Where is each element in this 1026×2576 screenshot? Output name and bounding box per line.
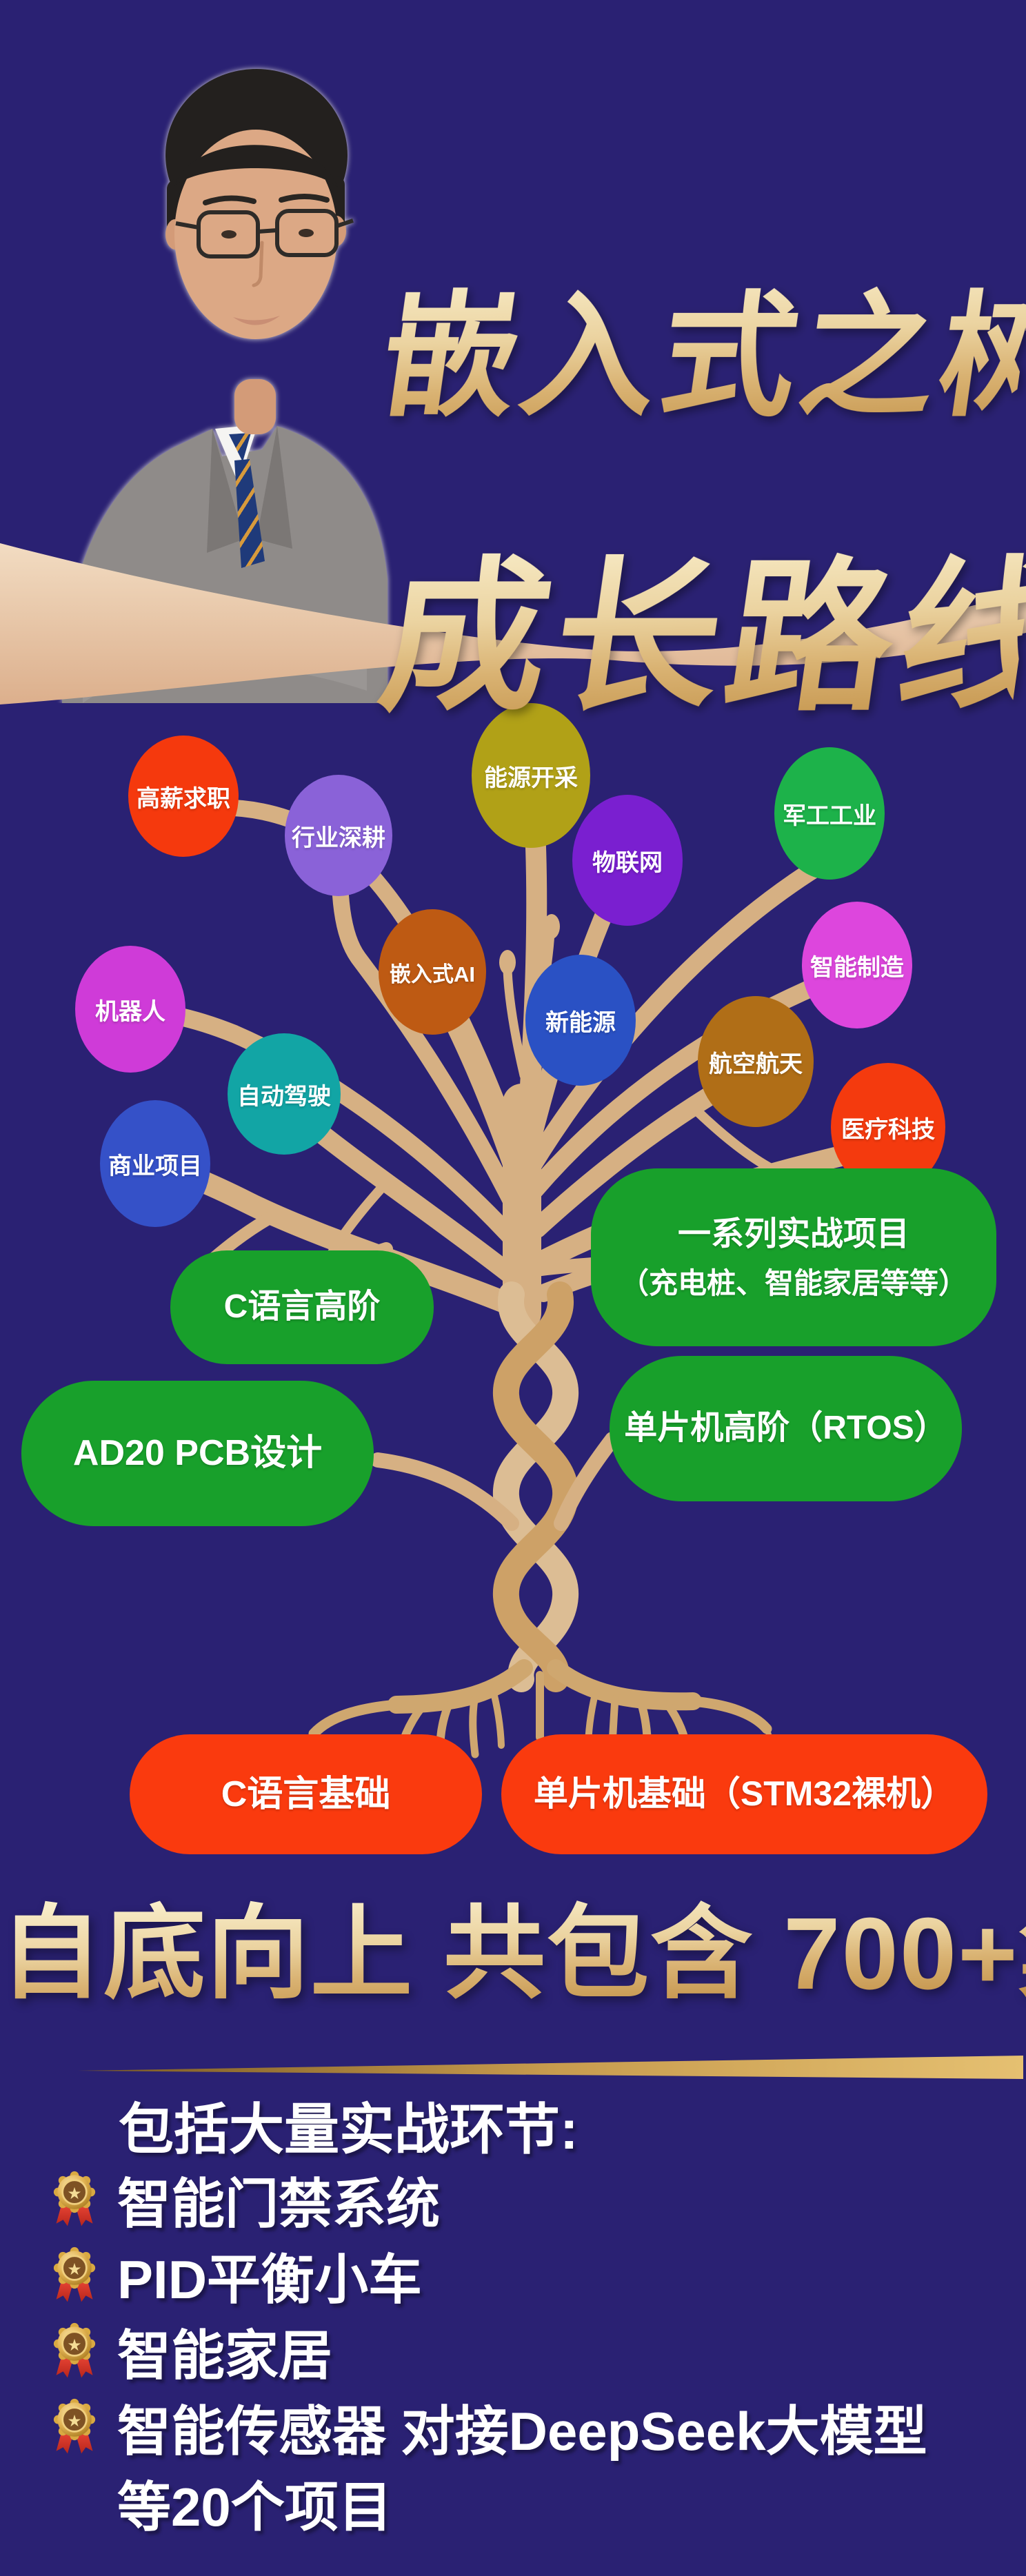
pill-label-line: C语言高阶 [223, 1288, 381, 1326]
bubble-label: 智能制造 [810, 954, 904, 981]
bubble-label: 商业项目 [108, 1153, 202, 1179]
practice-item-1: 智能门禁系统 [52, 2162, 1018, 2238]
title-block: 嵌入式之树 成长路线 [370, 254, 1026, 751]
practice-item-label: 智能传感器 对接DeepSeek大模型 [117, 2401, 927, 2462]
bubble-label: 新能源 [545, 1009, 616, 1036]
bubble-nengyuan: 能源开采 [472, 703, 590, 848]
bubble-label: 物联网 [592, 849, 663, 876]
practice-item-label: PID平衡小车 [117, 2249, 423, 2310]
stage-pill-ad20-pcb: AD20 PCB设计 [21, 1381, 374, 1526]
bubble-wulianwang: 物联网 [572, 795, 683, 926]
bubble-jungong: 军工工业 [774, 747, 885, 880]
bubble-shangye: 商业项目 [100, 1100, 210, 1227]
pill-label-line: （充电桩、智能家居等等） [619, 1266, 967, 1299]
bubble-label: 航空航天 [709, 1051, 803, 1077]
bubble-label: 自动驾驶 [237, 1083, 331, 1110]
bubble-jiqiren: 机器人 [75, 946, 185, 1073]
practice-list: 智能门禁系统 PID平衡小车智能家居智能传感器 对接DeepSeek大模型等20个… [52, 2162, 1018, 2541]
practice-item-2: PID平衡小车 [52, 2238, 1018, 2313]
pill-label-line: 一系列实战项目 [677, 1216, 909, 1253]
practice-item-tail: 等20个项目 [52, 2465, 1018, 2541]
branch-to-rtos-pill [554, 1432, 620, 1531]
bubble-zidong-jiashi: 自动驾驶 [228, 1033, 341, 1155]
branch-to-ad20-pill [370, 1452, 519, 1531]
bubble-hangkong: 航空航天 [698, 996, 814, 1127]
practice-tail-label: 等20个项目 [117, 2477, 392, 2537]
tie-tail [234, 459, 265, 568]
pill-label-line: 单片机高阶（RTOS） [624, 1410, 947, 1447]
bubble-label: 行业深耕 [292, 824, 385, 851]
eye-left [221, 230, 237, 239]
branch-to-projects-pill [530, 1257, 600, 1277]
nose [252, 241, 264, 287]
neck [234, 379, 276, 434]
eye-right [299, 229, 314, 237]
bubble-qianrushi-ai: 嵌入式AI [379, 909, 486, 1035]
medal-icon [52, 2171, 97, 2229]
practice-item-3: 智能家居 [52, 2313, 1018, 2389]
bubble-label: 嵌入式AI [390, 962, 475, 986]
practice-item-label: 智能门禁系统 [117, 2173, 441, 2234]
stage-pill-c-advanced: C语言高阶 [170, 1250, 434, 1364]
medal-icon [52, 2247, 97, 2304]
stage-pill-projects: 一系列实战项目 （充电桩、智能家居等等） [591, 1168, 996, 1346]
page-title-line2: 成长路线 [368, 524, 1026, 751]
bubble-label: 军工工业 [783, 802, 876, 829]
practice-heading: 包括大量实战环节: [119, 2099, 579, 2160]
page-title-line1: 嵌入式之树 [369, 254, 1026, 460]
practice-item-4: 智能传感器 对接DeepSeek大模型 [52, 2389, 1018, 2465]
mouth [233, 316, 280, 325]
ribbon-swoosh [0, 543, 1026, 704]
bubble-label: 机器人 [95, 998, 165, 1025]
base-pill-c-basic: C语言基础 [130, 1734, 482, 1854]
pill-label-line: C语言基础 [221, 1774, 391, 1814]
tie-knot [229, 433, 251, 462]
bubble-hangye: 行业深耕 [285, 775, 392, 896]
bubble-label: 医疗科技 [841, 1116, 935, 1143]
base-pill-mcu-basic: 单片机基础（STM32裸机） [501, 1734, 987, 1854]
bubble-gaoxin: 高薪求职 [128, 736, 239, 857]
bubble-zhineng-zhizao: 智能制造 [802, 902, 912, 1028]
bubble-label: 高薪求职 [137, 785, 230, 812]
stage-pill-mcu-advanced: 单片机高阶（RTOS） [610, 1356, 962, 1501]
bubble-label: 能源开采 [484, 764, 578, 791]
medal-icon [52, 2398, 97, 2456]
pill-label-line: 单片机基础（STM32裸机） [533, 1774, 956, 1814]
eyebrow-left [203, 195, 256, 205]
eyebrow-right [279, 194, 330, 203]
medal-icon [52, 2322, 97, 2380]
practice-item-label: 智能家居 [117, 2325, 333, 2386]
gold-divider-line [77, 2056, 1023, 2079]
head [165, 69, 354, 434]
bubble-xinnengyuan: 新能源 [525, 955, 636, 1086]
tree-braided-trunk [370, 1257, 620, 1692]
pill-label-line: AD20 PCB设计 [72, 1433, 323, 1474]
glasses [175, 209, 354, 258]
video-count-banner: 自底向上 共包含 700+集视频 [0, 1897, 1026, 2011]
